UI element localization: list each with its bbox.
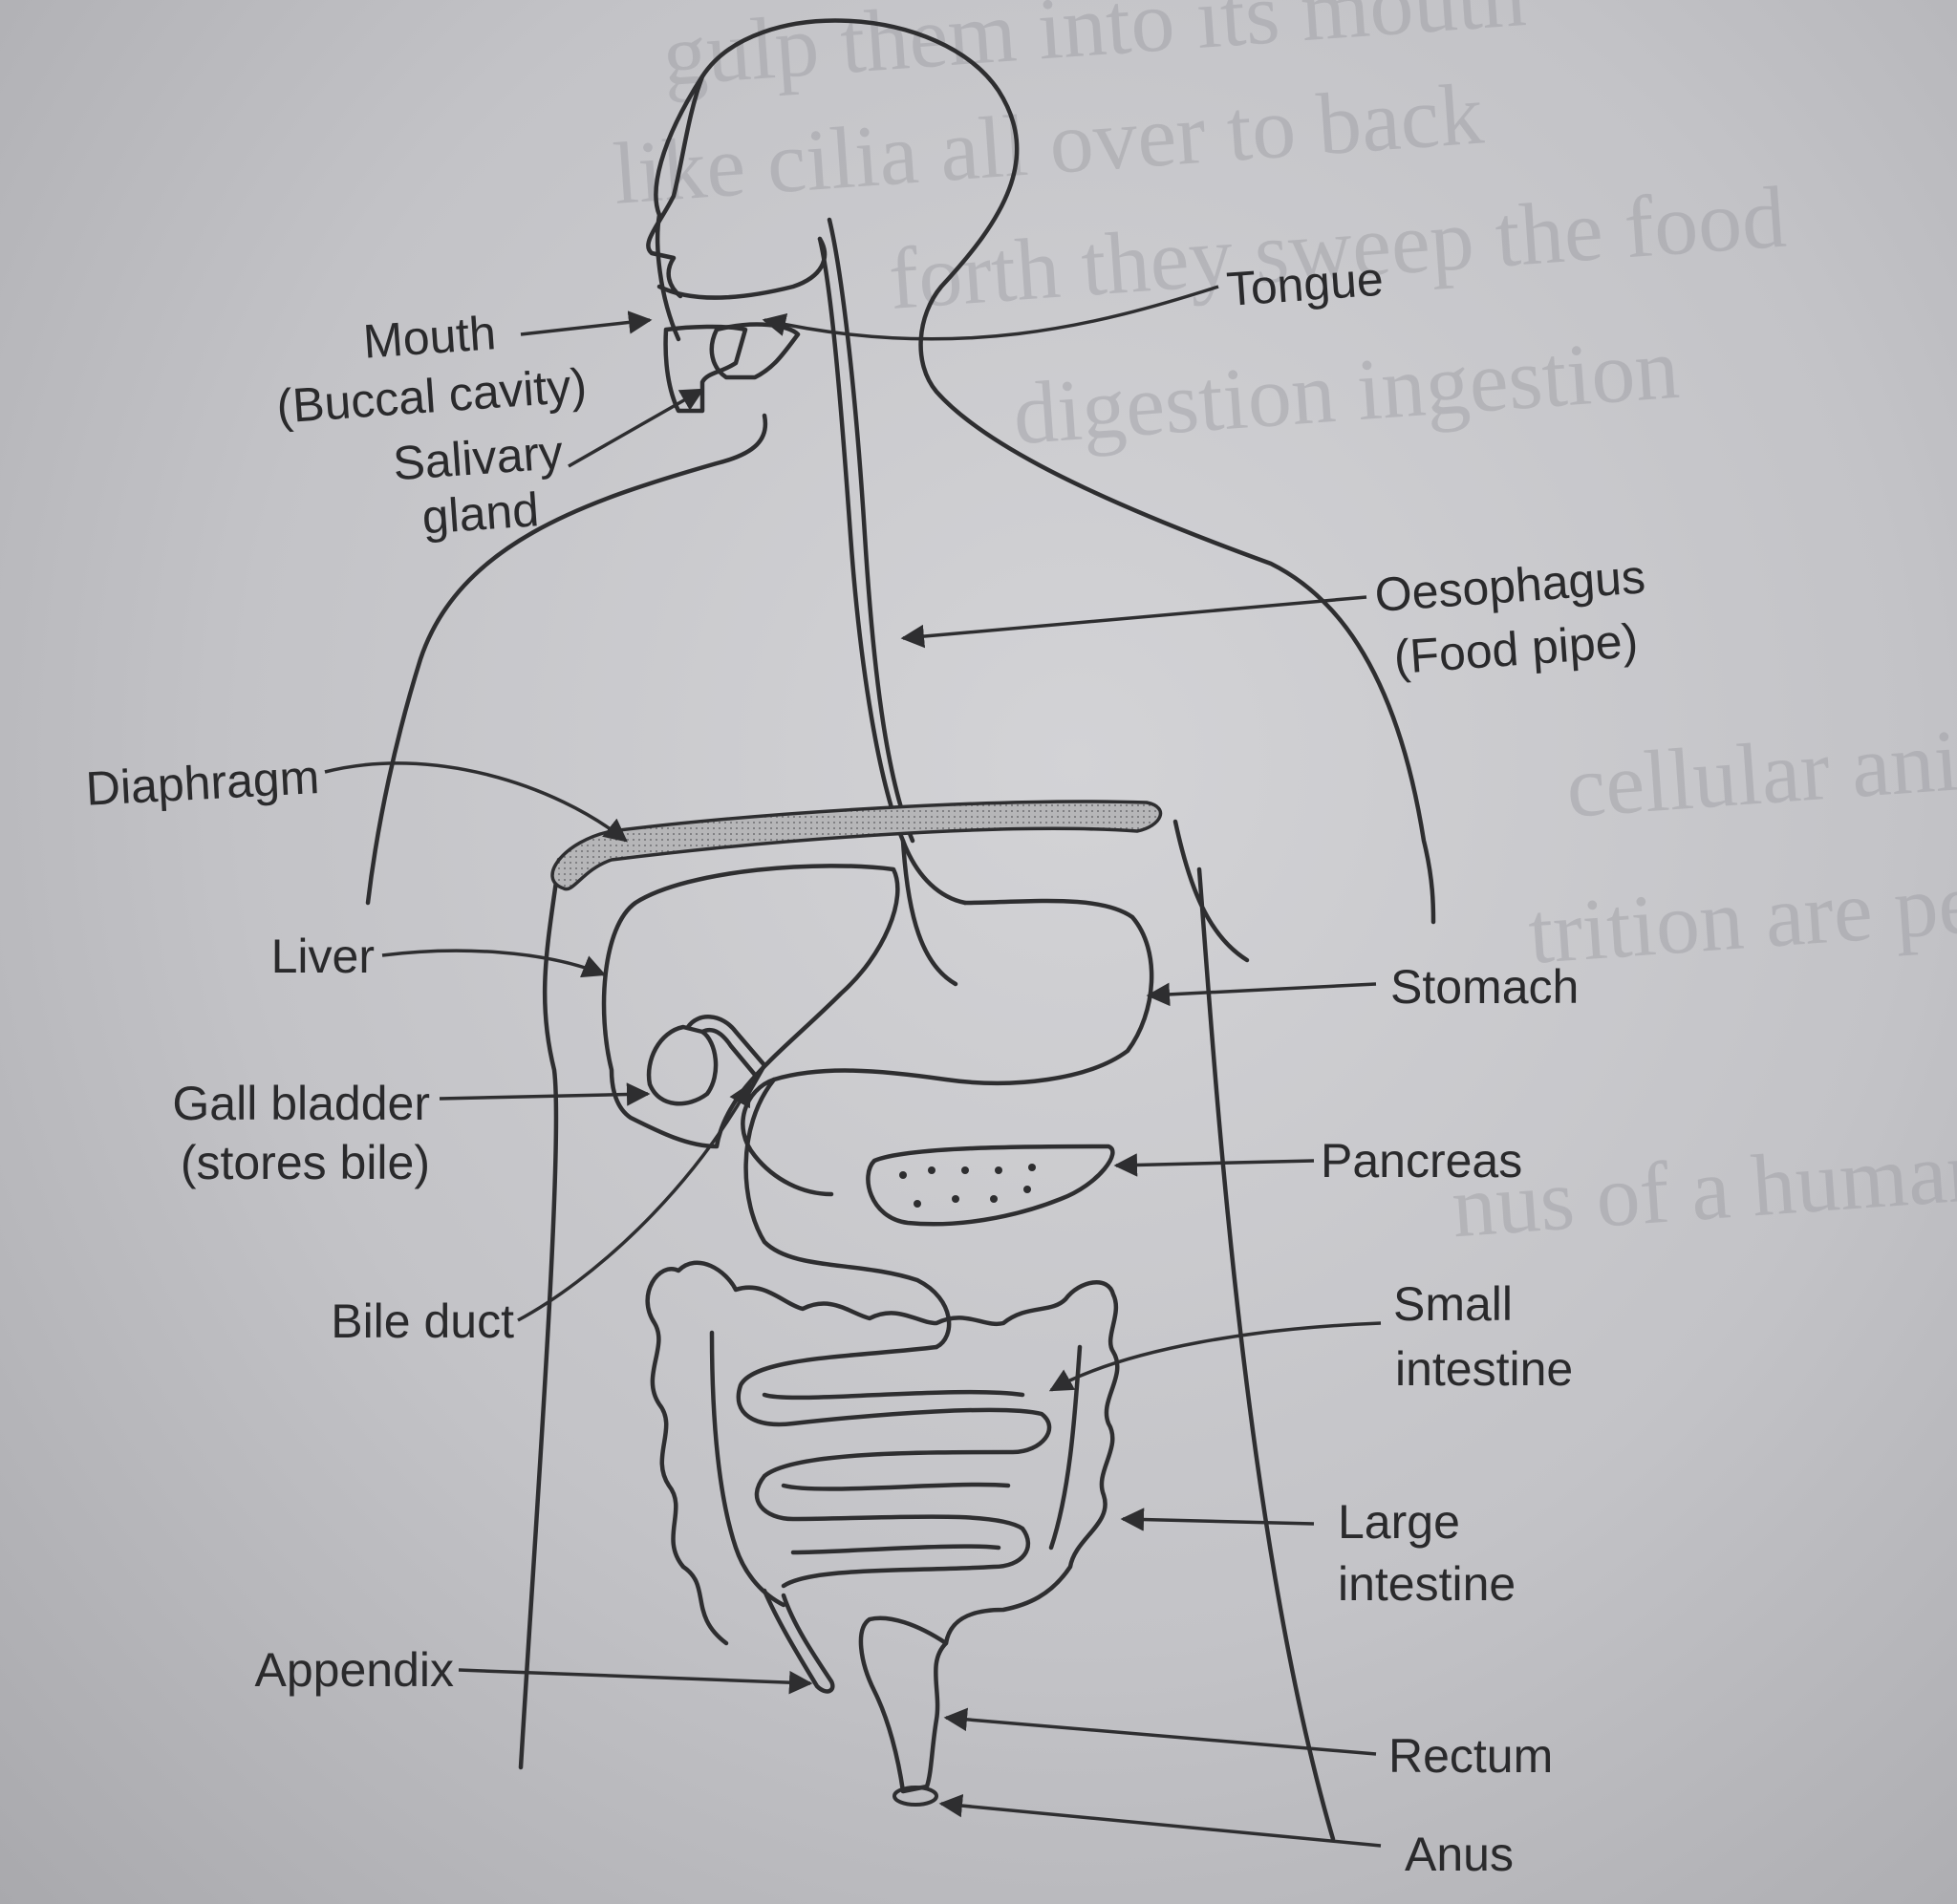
label-stomach: Stomach	[1390, 960, 1579, 1014]
tongue-leader	[762, 285, 1219, 341]
duodenum	[743, 1077, 952, 1350]
label-large-intestine: intestine	[1338, 1557, 1516, 1611]
label-gall-bladder: Gall bladder	[172, 1077, 430, 1130]
liver-shape	[601, 864, 900, 1149]
body-outline	[365, 18, 1436, 1842]
salivary-gland-leader	[568, 388, 705, 468]
rectum-shape	[858, 1615, 949, 1794]
left-flank	[518, 857, 562, 1770]
svg-text:digestion ingestion: digestion ingestion	[1010, 319, 1682, 462]
oesophagus-tube	[817, 236, 968, 906]
oesophagus-leader	[900, 595, 1367, 649]
label-gland: gland	[420, 482, 541, 544]
anus-leader	[938, 1793, 1382, 1848]
label-appendix: Appendix	[255, 1643, 455, 1697]
label-small: Small	[1393, 1277, 1513, 1331]
label-salivary: Salivary	[391, 425, 564, 490]
jaw-line	[656, 236, 828, 300]
background-bleed-text: gulp them into its mouth like cilia all …	[611, 0, 1957, 1255]
label-small-intestine: intestine	[1395, 1342, 1573, 1396]
label-pancreas: Pancreas	[1321, 1134, 1522, 1187]
small-intestine-leader	[1048, 1321, 1382, 1392]
bile-duct-leader	[517, 1081, 752, 1322]
svg-text:nus of a human being: nus of a human being	[1449, 1105, 1957, 1255]
diaphragm-leader	[324, 761, 628, 843]
label-buccal-cavity: (Buccal cavity)	[275, 358, 589, 434]
liver-leader	[381, 949, 607, 978]
neck-chest-outline	[365, 413, 768, 906]
pancreas-dots	[899, 1164, 1036, 1208]
bile-duct-tube	[685, 1015, 767, 1102]
large-intestine-shape	[645, 1260, 1120, 1646]
right-flank	[1172, 819, 1336, 1842]
label-liver: Liver	[271, 930, 375, 983]
svg-text:trition are performed: trition are performed	[1525, 834, 1957, 982]
organs	[550, 217, 1163, 1807]
stomach-leader	[1146, 982, 1377, 1007]
label-mouth: Mouth	[361, 306, 498, 369]
diaphragm-band	[550, 800, 1163, 891]
rectum-leader	[943, 1707, 1377, 1756]
label-anus: Anus	[1405, 1828, 1514, 1881]
leader-lines	[324, 285, 1382, 1848]
label-stores-bile: (stores bile)	[181, 1136, 430, 1189]
gall-bladder-leader	[439, 1082, 651, 1106]
oesophagus-tube-inner	[827, 217, 915, 844]
buccal-cavity	[663, 324, 748, 414]
mouth-leader	[520, 310, 653, 336]
label-diaphragm: Diaphragm	[84, 750, 320, 816]
pancreas-shape	[866, 1144, 1115, 1227]
small-intestine-inner	[762, 1389, 1025, 1555]
appendix-shape	[762, 1588, 835, 1694]
label-rectum: Rectum	[1388, 1729, 1553, 1783]
label-food-pipe: (Food pipe)	[1392, 613, 1640, 684]
appendix-leader	[458, 1668, 813, 1695]
stomach-inner	[900, 838, 958, 987]
face-profile	[646, 74, 705, 299]
label-large: Large	[1338, 1495, 1460, 1549]
small-intestine-shape	[736, 1344, 1052, 1589]
large-intestine-inner	[709, 1330, 1083, 1608]
large-intestine-leader	[1120, 1508, 1315, 1531]
label-oesophagus: Oesophagus	[1373, 549, 1647, 622]
label-bile-duct: Bile duct	[331, 1294, 514, 1348]
pancreas-leader	[1113, 1153, 1315, 1177]
labels: Mouth (Buccal cavity) Salivary gland Ton…	[84, 252, 1646, 1881]
anus-shape	[892, 1786, 938, 1807]
gall-bladder-shape	[646, 1024, 719, 1106]
head-outline	[654, 18, 1436, 925]
svg-text:cellular animals like man: cellular animals like man	[1563, 676, 1957, 835]
label-tongue: Tongue	[1225, 252, 1386, 316]
